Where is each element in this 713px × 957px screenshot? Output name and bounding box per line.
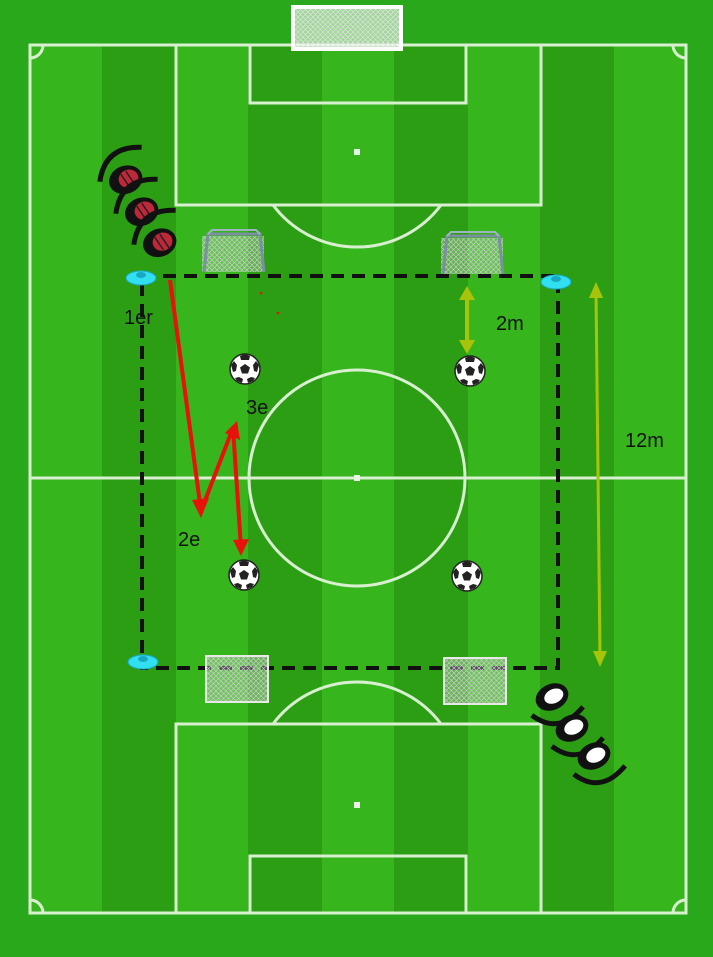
label-first: 1er (124, 308, 153, 328)
soccer-ball-icon (452, 561, 482, 591)
goal-icon (293, 7, 401, 49)
mini-goal-icon (441, 232, 503, 274)
soccer-ball-icon (455, 356, 485, 386)
mini-goal-icon (202, 230, 264, 272)
label-distance-2m: 2m (496, 314, 524, 334)
cone-icon (128, 655, 158, 669)
label-distance-12m: 12m (625, 431, 664, 451)
cone-icon (126, 271, 156, 285)
label-third: 3e (246, 398, 268, 418)
label-second: 2e (178, 530, 200, 550)
cone-icon (541, 275, 571, 289)
mini-goal-icon (444, 658, 506, 704)
mini-goal-icon (206, 656, 268, 702)
soccer-ball-icon (229, 560, 259, 590)
soccer-ball-icon (230, 354, 260, 384)
